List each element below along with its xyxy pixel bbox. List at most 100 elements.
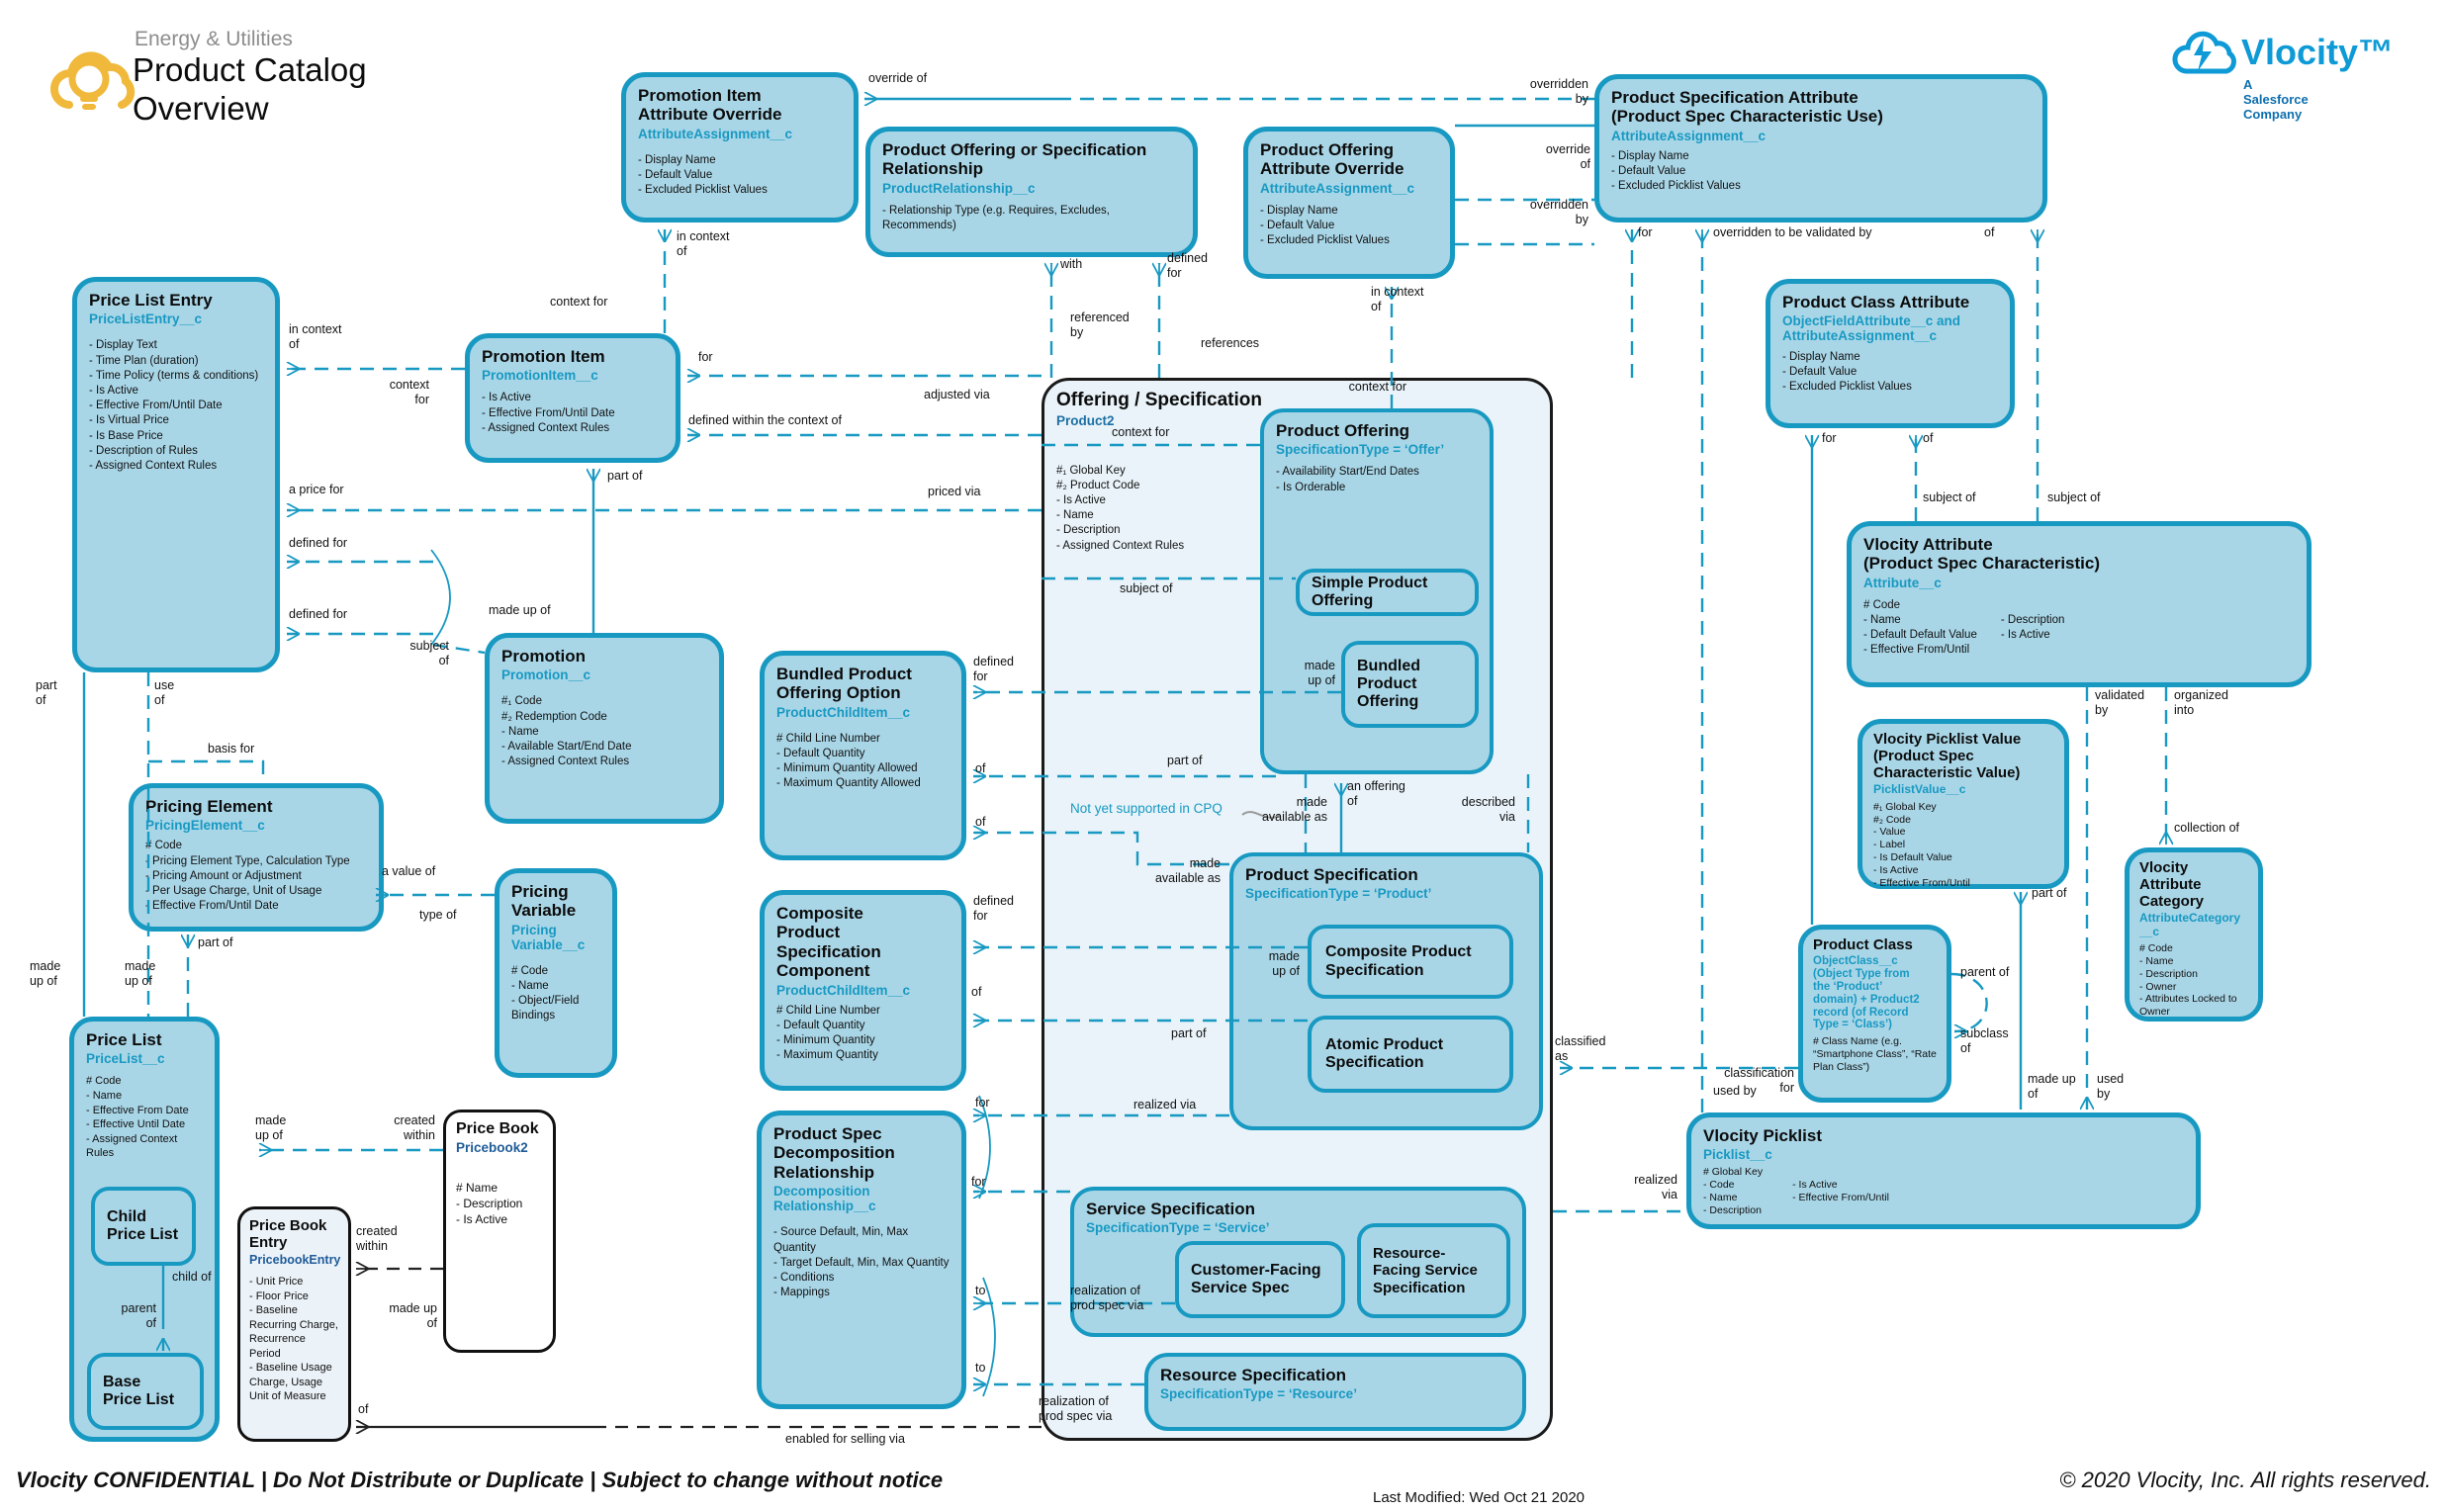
entity-product-class-attribute: Product Class Attribute ObjectFieldAttri…	[1766, 279, 2015, 428]
rel-label: defined within the context of	[688, 413, 842, 427]
entity-pricing-element: Pricing Element PricingElement__c # Code…	[129, 783, 384, 932]
entity-title: Product Specification Attribute (Product…	[1611, 88, 1883, 127]
rel-label: defined for	[289, 536, 348, 550]
rel-label: parent of	[1960, 965, 2010, 979]
entity-base-price-list: Base Price List	[87, 1353, 204, 1430]
entity-title: Pricing Variable	[511, 882, 577, 921]
entity-subtitle: Pricebook2	[456, 1140, 528, 1156]
entity-subtitle: ProductChildItem__c	[776, 982, 911, 998]
rel-label: part of	[198, 935, 233, 949]
entity-title: Simple Product Offering	[1312, 574, 1428, 609]
rel-label: described via	[1461, 795, 1515, 824]
rel-label: part of	[607, 469, 643, 483]
entity-composite-product-specification: Composite Product Specification	[1308, 925, 1513, 999]
rel-label: overridden by	[1529, 198, 1588, 226]
rel-label: for	[971, 1175, 986, 1189]
rel-label: context for	[1112, 425, 1170, 439]
rel-label: part of	[1167, 754, 1203, 767]
rel-label: type of	[419, 908, 457, 922]
entity-title: Vlocity Attribute Category	[2139, 859, 2205, 911]
rel-label: made available as	[1261, 795, 1327, 824]
entity-title: Product Spec Decomposition Relationship	[773, 1124, 895, 1182]
entity-product-spec-decomposition-relationship: Product Spec Decomposition Relationship …	[757, 1111, 966, 1409]
entity-subtitle: ProductRelationship__c	[882, 180, 1036, 196]
entity-title: Product Specification	[1245, 865, 1418, 884]
entity-title: Pricing Element	[145, 797, 273, 816]
entity-fields: - Is Active- Effective From/Until Date- …	[482, 392, 615, 434]
vlocity-tagline: A Salesforce Company	[2243, 77, 2309, 122]
entity-subtitle: SpecificationType = ‘Service’	[1086, 1220, 1270, 1236]
vlocity-logo: Vlocity™ A Salesforce Company	[2168, 26, 2394, 122]
entity-fields: - Display Text- Time Plan (duration)- Ti…	[89, 339, 259, 472]
entity-subtitle: PriceListEntry__c	[89, 311, 203, 327]
entity-title: Composite Product Specification	[1325, 943, 1472, 979]
entity-subtitle: ObjectFieldAttribute__c and AttributeAss…	[1782, 313, 1961, 344]
entity-fields: # Code- Name- Effective From Date- Effec…	[86, 1075, 189, 1160]
rel-label: of	[358, 1402, 369, 1416]
entity-child-price-list: Child Price List	[91, 1187, 196, 1266]
entity-title: Product Class	[1813, 936, 1913, 953]
rel-label: of	[1984, 225, 1995, 239]
entity-title: Vlocity Attribute (Product Spec Characte…	[1863, 535, 2101, 574]
entity-fields: - Display Name- Default Value- Excluded …	[1260, 204, 1390, 247]
entity-subtitle: ObjectClass__c (Object Type from the ‘Pr…	[1813, 955, 1920, 1031]
rel-label: created within	[394, 1113, 435, 1142]
rel-label: to	[975, 1284, 986, 1297]
entity-pricing-variable: Pricing Variable Pricing Variable__c # C…	[495, 868, 617, 1078]
rel-label: made available as	[1154, 856, 1221, 885]
entity-subtitle: SpecificationType = ‘Offer’	[1276, 442, 1445, 458]
rel-label: references	[1201, 336, 1260, 350]
entity-fields: - Availability Start/End Dates- Is Order…	[1276, 466, 1419, 493]
entity-promotion-item: Promotion Item PromotionItem__c - Is Act…	[465, 333, 680, 463]
entity-fields: - Unit Price- Floor Price- Baseline Recu…	[249, 1276, 338, 1403]
vlocity-wordmark: Vlocity™	[2241, 32, 2395, 72]
entity-subtitle: Pricing Variable__c	[511, 922, 586, 952]
entity-fields-right: - Description- Is Active	[2000, 613, 2065, 642]
rel-label: override of	[868, 71, 928, 85]
rel-label: basis for	[208, 742, 255, 756]
entity-product-offering-or-specification-relationship: Product Offering or Specification Relati…	[865, 127, 1198, 257]
rel-label: made up of	[489, 603, 551, 617]
entity-subtitle: Attribute__c	[1863, 575, 1942, 590]
entity-product-class: Product Class ObjectClass__c (Object Typ…	[1798, 925, 1951, 1103]
rel-label: for	[975, 1096, 990, 1110]
entity-fields: - Display Name- Default Value- Excluded …	[1611, 149, 1741, 193]
entity-fields: # Code- Pricing Element Type, Calculatio…	[145, 840, 350, 913]
rel-label: defined for	[289, 607, 348, 621]
rel-label: made up of	[30, 959, 61, 988]
rel-label: made up of	[1304, 659, 1335, 687]
entity-subtitle: AttributeAssignment__c	[1260, 180, 1415, 196]
entity-composite-product-specification-component: Composite Product Specification Componen…	[760, 890, 966, 1091]
rel-label: of	[1923, 431, 1934, 445]
entity-title: Product Offering or Specification Relati…	[882, 140, 1147, 179]
page-title: Product Catalog Overview	[133, 51, 367, 127]
entity-title: Price Book Entry	[249, 1217, 327, 1252]
rel-label: part of	[1171, 1026, 1207, 1040]
entity-product-offering-attribute-override: Product Offering Attribute Override Attr…	[1243, 127, 1455, 279]
entity-title: Vlocity Picklist Value (Product Spec Cha…	[1873, 731, 2022, 782]
rel-label: made up of	[125, 959, 156, 988]
rel-label: subclass of	[1960, 1026, 2009, 1055]
entity-fields: # Global Key- Code- Name- Description - …	[1703, 1166, 2184, 1216]
entity-vlocity-picklist: Vlocity Picklist Picklist__c # Global Ke…	[1686, 1112, 2201, 1229]
entity-fields: - Display Name- Default Value- Excluded …	[1782, 350, 1912, 393]
rel-label: context for	[389, 378, 429, 406]
rel-label: used by	[2097, 1072, 2125, 1101]
entity-vlocity-attribute: Vlocity Attribute (Product Spec Characte…	[1847, 521, 2311, 687]
rel-label: for	[1822, 431, 1837, 445]
entity-fields: #₁ Global Key#₂ Product Code- Is Active-…	[1056, 464, 1185, 552]
entity-title: Product Offering Attribute Override	[1260, 140, 1405, 179]
entity-subtitle: Promotion__c	[501, 667, 591, 683]
entity-fields: # Code- Name- Description- Owner- Attrib…	[2139, 942, 2237, 1019]
rel-label: to	[975, 1361, 986, 1375]
entity-fields-left: # Global Key- Code- Name- Description	[1703, 1166, 1764, 1216]
entity-subtitle: PricingElement__c	[145, 818, 265, 834]
entity-fields: # Code- Name- Object/Field Bindings	[511, 964, 580, 1023]
header-eyebrow: Energy & Utilities	[135, 28, 293, 50]
rel-label: enabled for selling via	[785, 1432, 905, 1446]
rel-label: defined for	[973, 655, 1015, 683]
entity-title: Customer-Facing Service Spec	[1191, 1261, 1321, 1296]
entity-subtitle: AttributeCategory __c	[2139, 911, 2241, 938]
entity-subtitle: SpecificationType = ‘Resource’	[1160, 1386, 1357, 1402]
rel-label: part of	[2032, 886, 2067, 900]
